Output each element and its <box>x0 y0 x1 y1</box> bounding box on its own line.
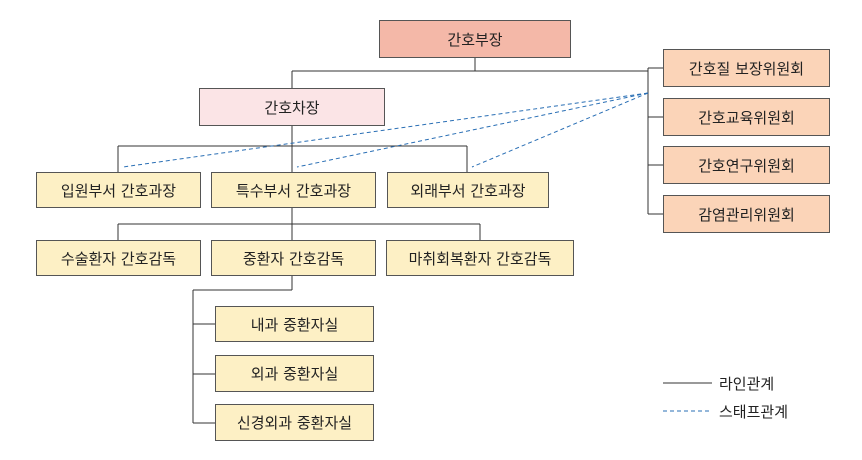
staff-line-to-manager-2 <box>296 92 649 168</box>
surgical-supervisor-box: 수술환자 간호감독 <box>36 240 201 276</box>
outpatient-manager-box: 외래부서 간호과장 <box>387 172 549 208</box>
inpatient-manager-box: 입원부서 간호과장 <box>36 172 201 208</box>
legend-staff-label: 스태프관계 <box>719 403 789 421</box>
recovery-supervisor-box: 마취회복환자 간호감독 <box>386 240 574 276</box>
quality-committee-box: 간호질 보장위원회 <box>663 49 830 87</box>
legend-line-label: 라인관계 <box>719 375 775 393</box>
staff-line-to-manager-1 <box>122 92 649 168</box>
education-committee-box: 간호교육위원회 <box>663 98 830 136</box>
special-manager-box: 특수부서 간호과장 <box>211 172 376 208</box>
research-committee-box: 간호연구위원회 <box>663 146 830 184</box>
surgical-icu-box: 외과 중환자실 <box>215 355 374 392</box>
head-nurse-box: 간호부장 <box>379 20 571 58</box>
infection-committee-box: 감염관리위원회 <box>663 195 830 233</box>
staff-line-to-manager-3 <box>471 92 649 168</box>
deputy-nurse-box: 간호차장 <box>199 88 385 126</box>
icu-supervisor-box: 중환자 간호감독 <box>211 240 376 276</box>
medical-icu-box: 내과 중환자실 <box>215 306 374 342</box>
neuro-icu-box: 신경외과 중환자실 <box>215 404 374 441</box>
